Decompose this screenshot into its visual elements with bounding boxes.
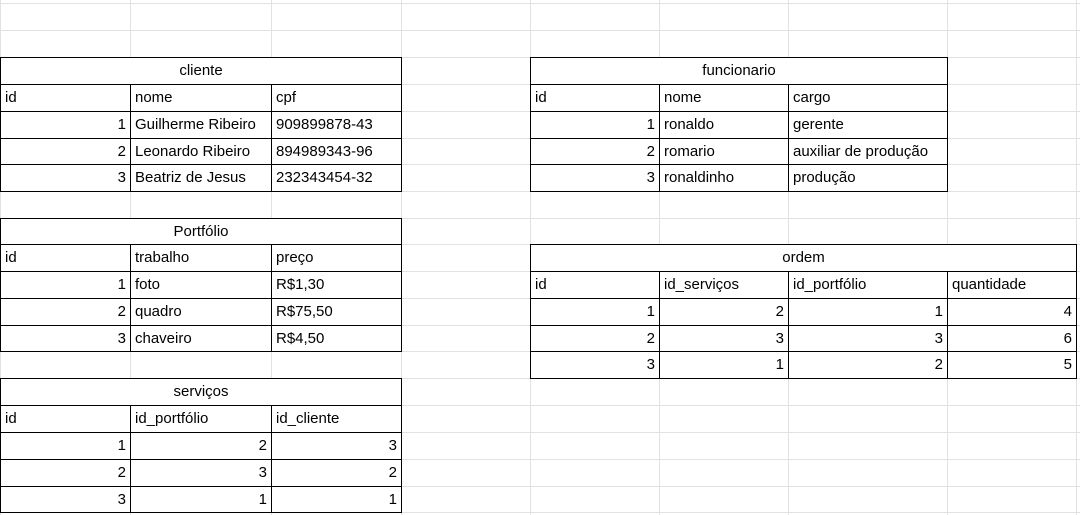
cliente-data-cell[interactable]: 1 — [0, 111, 131, 139]
portfolio-data-cell[interactable]: R$75,50 — [271, 298, 402, 326]
ordem-data-cell[interactable]: 2 — [788, 351, 948, 379]
ordem-data-cell[interactable]: 2 — [530, 325, 660, 352]
portfolio-header-cell[interactable]: id — [0, 244, 131, 272]
ordem-data-cell[interactable]: 1 — [530, 298, 660, 326]
servicos-title-cell[interactable]: serviços — [0, 378, 402, 406]
funcionario-header-cell[interactable]: nome — [659, 84, 789, 112]
cliente-data-cell[interactable]: 909899878-43 — [271, 111, 402, 139]
servicos-data-cell[interactable]: 1 — [0, 432, 131, 460]
ordem-data-cell[interactable]: 3 — [788, 325, 948, 352]
funcionario-data-cell[interactable]: ronaldo — [659, 111, 789, 139]
cliente-data-cell[interactable]: 2 — [0, 138, 131, 165]
ordem-data-cell[interactable]: 3 — [530, 351, 660, 379]
cliente-header-cell[interactable]: cpf — [271, 84, 402, 112]
cliente-data-cell[interactable]: Guilherme Ribeiro — [130, 111, 272, 139]
portfolio-data-cell[interactable]: R$4,50 — [271, 325, 402, 352]
portfolio-data-cell[interactable]: 2 — [0, 298, 131, 326]
servicos-data-cell[interactable]: 2 — [0, 459, 131, 487]
portfolio-data-cell[interactable]: foto — [130, 271, 272, 299]
funcionario-data-cell[interactable]: auxiliar de produção — [788, 138, 948, 165]
funcionario-header-cell[interactable]: cargo — [788, 84, 948, 112]
funcionario-header-cell[interactable]: id — [530, 84, 660, 112]
portfolio-header-cell[interactable]: preço — [271, 244, 402, 272]
servicos-data-cell[interactable]: 2 — [130, 432, 272, 460]
funcionario-data-cell[interactable]: 3 — [530, 164, 660, 192]
funcionario-data-cell[interactable]: gerente — [788, 111, 948, 139]
funcionario-data-cell[interactable]: 2 — [530, 138, 660, 165]
funcionario-data-cell[interactable]: 1 — [530, 111, 660, 139]
cliente-title-cell[interactable]: cliente — [0, 57, 402, 85]
ordem-header-cell[interactable]: quantidade — [947, 271, 1077, 299]
cliente-data-cell[interactable]: Beatriz de Jesus — [130, 164, 272, 192]
servicos-data-cell[interactable]: 1 — [271, 486, 402, 513]
ordem-data-cell[interactable]: 6 — [947, 325, 1077, 352]
servicos-data-cell[interactable]: 1 — [130, 486, 272, 513]
portfolio-title-cell[interactable]: Portfólio — [0, 218, 402, 245]
ordem-data-cell[interactable]: 5 — [947, 351, 1077, 379]
ordem-data-cell[interactable]: 1 — [788, 298, 948, 326]
servicos-data-cell[interactable]: 2 — [271, 459, 402, 487]
funcionario-title-cell[interactable]: funcionario — [530, 57, 948, 85]
servicos-data-cell[interactable]: 3 — [0, 486, 131, 513]
ordem-data-cell[interactable]: 4 — [947, 298, 1077, 326]
servicos-header-cell[interactable]: id_portfólio — [130, 405, 272, 433]
portfolio-data-cell[interactable]: quadro — [130, 298, 272, 326]
portfolio-header-cell[interactable]: trabalho — [130, 244, 272, 272]
cliente-data-cell[interactable]: 232343454-32 — [271, 164, 402, 192]
portfolio-data-cell[interactable]: 3 — [0, 325, 131, 352]
cliente-data-cell[interactable]: 894989343-96 — [271, 138, 402, 165]
servicos-data-cell[interactable]: 3 — [271, 432, 402, 460]
cliente-data-cell[interactable]: Leonardo Ribeiro — [130, 138, 272, 165]
portfolio-data-cell[interactable]: 1 — [0, 271, 131, 299]
ordem-title-cell[interactable]: ordem — [530, 244, 1077, 272]
funcionario-data-cell[interactable]: produção — [788, 164, 948, 192]
ordem-header-cell[interactable]: id_portfólio — [788, 271, 948, 299]
ordem-data-cell[interactable]: 3 — [659, 325, 789, 352]
cliente-header-cell[interactable]: nome — [130, 84, 272, 112]
ordem-header-cell[interactable]: id_serviços — [659, 271, 789, 299]
ordem-header-cell[interactable]: id — [530, 271, 660, 299]
funcionario-data-cell[interactable]: romario — [659, 138, 789, 165]
portfolio-data-cell[interactable]: R$1,30 — [271, 271, 402, 299]
cliente-header-cell[interactable]: id — [0, 84, 131, 112]
ordem-data-cell[interactable]: 1 — [659, 351, 789, 379]
servicos-data-cell[interactable]: 3 — [130, 459, 272, 487]
funcionario-data-cell[interactable]: ronaldinho — [659, 164, 789, 192]
ordem-data-cell[interactable]: 2 — [659, 298, 789, 326]
portfolio-data-cell[interactable]: chaveiro — [130, 325, 272, 352]
servicos-header-cell[interactable]: id — [0, 405, 131, 433]
servicos-header-cell[interactable]: id_cliente — [271, 405, 402, 433]
cliente-data-cell[interactable]: 3 — [0, 164, 131, 192]
